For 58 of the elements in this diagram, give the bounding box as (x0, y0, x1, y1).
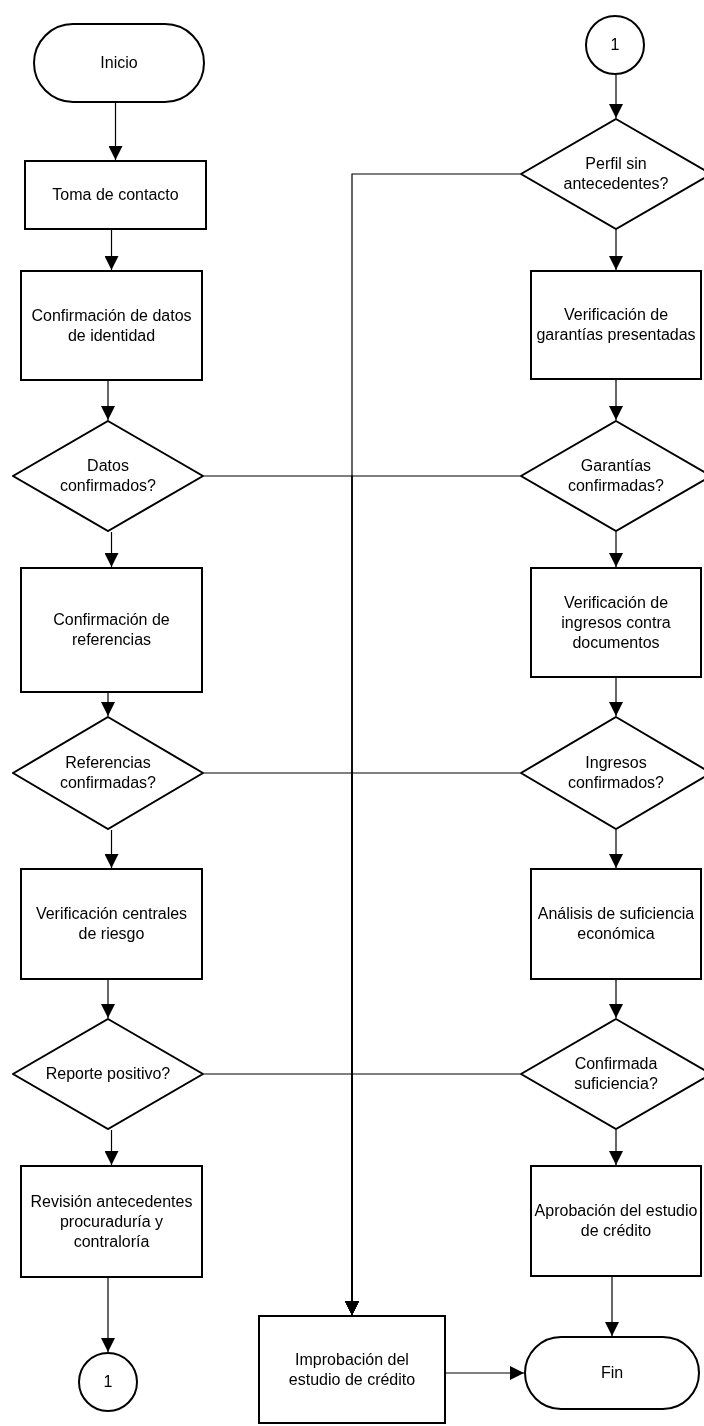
node-label: Confirmación de referencias (52, 610, 171, 650)
node-label: Análisis de suficiencia económica (536, 904, 696, 944)
arrow (101, 692, 115, 717)
decision-diamond (12, 716, 204, 830)
process-box (20, 1165, 203, 1278)
node-label: Ingresos confirmados? (566, 753, 665, 793)
arrow (101, 380, 115, 421)
arrow (609, 1129, 623, 1166)
decision-diamond (520, 118, 704, 230)
process-box (24, 160, 207, 230)
node-label: Perfil sin antecedentes? (562, 154, 670, 194)
node-label: Garantías confirmadas? (566, 456, 665, 496)
process-box (20, 270, 203, 381)
arrow (104, 229, 119, 271)
node-label: Aprobación del estudio de crédito (533, 1201, 699, 1241)
process-box (258, 1315, 446, 1424)
node-label: Inicio (100, 53, 138, 73)
decision-diamond (520, 420, 704, 532)
arrow (605, 1276, 619, 1337)
node-label: Fin (600, 1363, 624, 1383)
node-label: 1 (610, 35, 620, 55)
node-label: Referencias confirmadas? (58, 753, 157, 793)
process-box (20, 868, 203, 980)
arrow (609, 829, 623, 869)
arrow (345, 1073, 521, 1316)
node-label: 1 (103, 1372, 113, 1392)
arrow (609, 379, 623, 421)
arrow (609, 677, 623, 717)
arrow (101, 1277, 115, 1353)
arrow (609, 531, 623, 568)
decision-diamond (12, 1018, 204, 1130)
node-label: Verificación de garantías presentadas (535, 305, 697, 345)
node-label: Confirmación de datos de identidad (30, 305, 193, 346)
node-label: Confirmada suficiencia? (573, 1054, 659, 1094)
arrow (104, 829, 119, 869)
arrow (609, 979, 623, 1019)
node-label: Verificación centrales de riesgo (34, 904, 189, 944)
node-label: Improbación del estudio de crédito (287, 1349, 417, 1390)
node-label: Reporte positivo? (45, 1064, 171, 1084)
process-box (530, 868, 702, 980)
process-box (530, 270, 702, 380)
arrow (445, 1366, 525, 1380)
arrow (609, 229, 623, 271)
decision-diamond (520, 1018, 704, 1130)
process-box (530, 567, 702, 678)
node-label: Verificación de ingresos contra documentos (560, 592, 672, 653)
process-box (530, 1165, 702, 1277)
process-box (20, 567, 203, 693)
node-label: Revisión antecedentes procuraduría y contraloría (29, 1191, 194, 1252)
arrow (104, 531, 119, 568)
decision-diamond (12, 420, 204, 532)
arrow (101, 979, 115, 1019)
node-label: Datos confirmados? (58, 456, 157, 496)
arrow (108, 102, 123, 161)
decision-diamond (520, 716, 704, 830)
node-label: Toma de contacto (52, 185, 179, 205)
arrow (104, 1129, 119, 1166)
arrow (609, 74, 623, 119)
